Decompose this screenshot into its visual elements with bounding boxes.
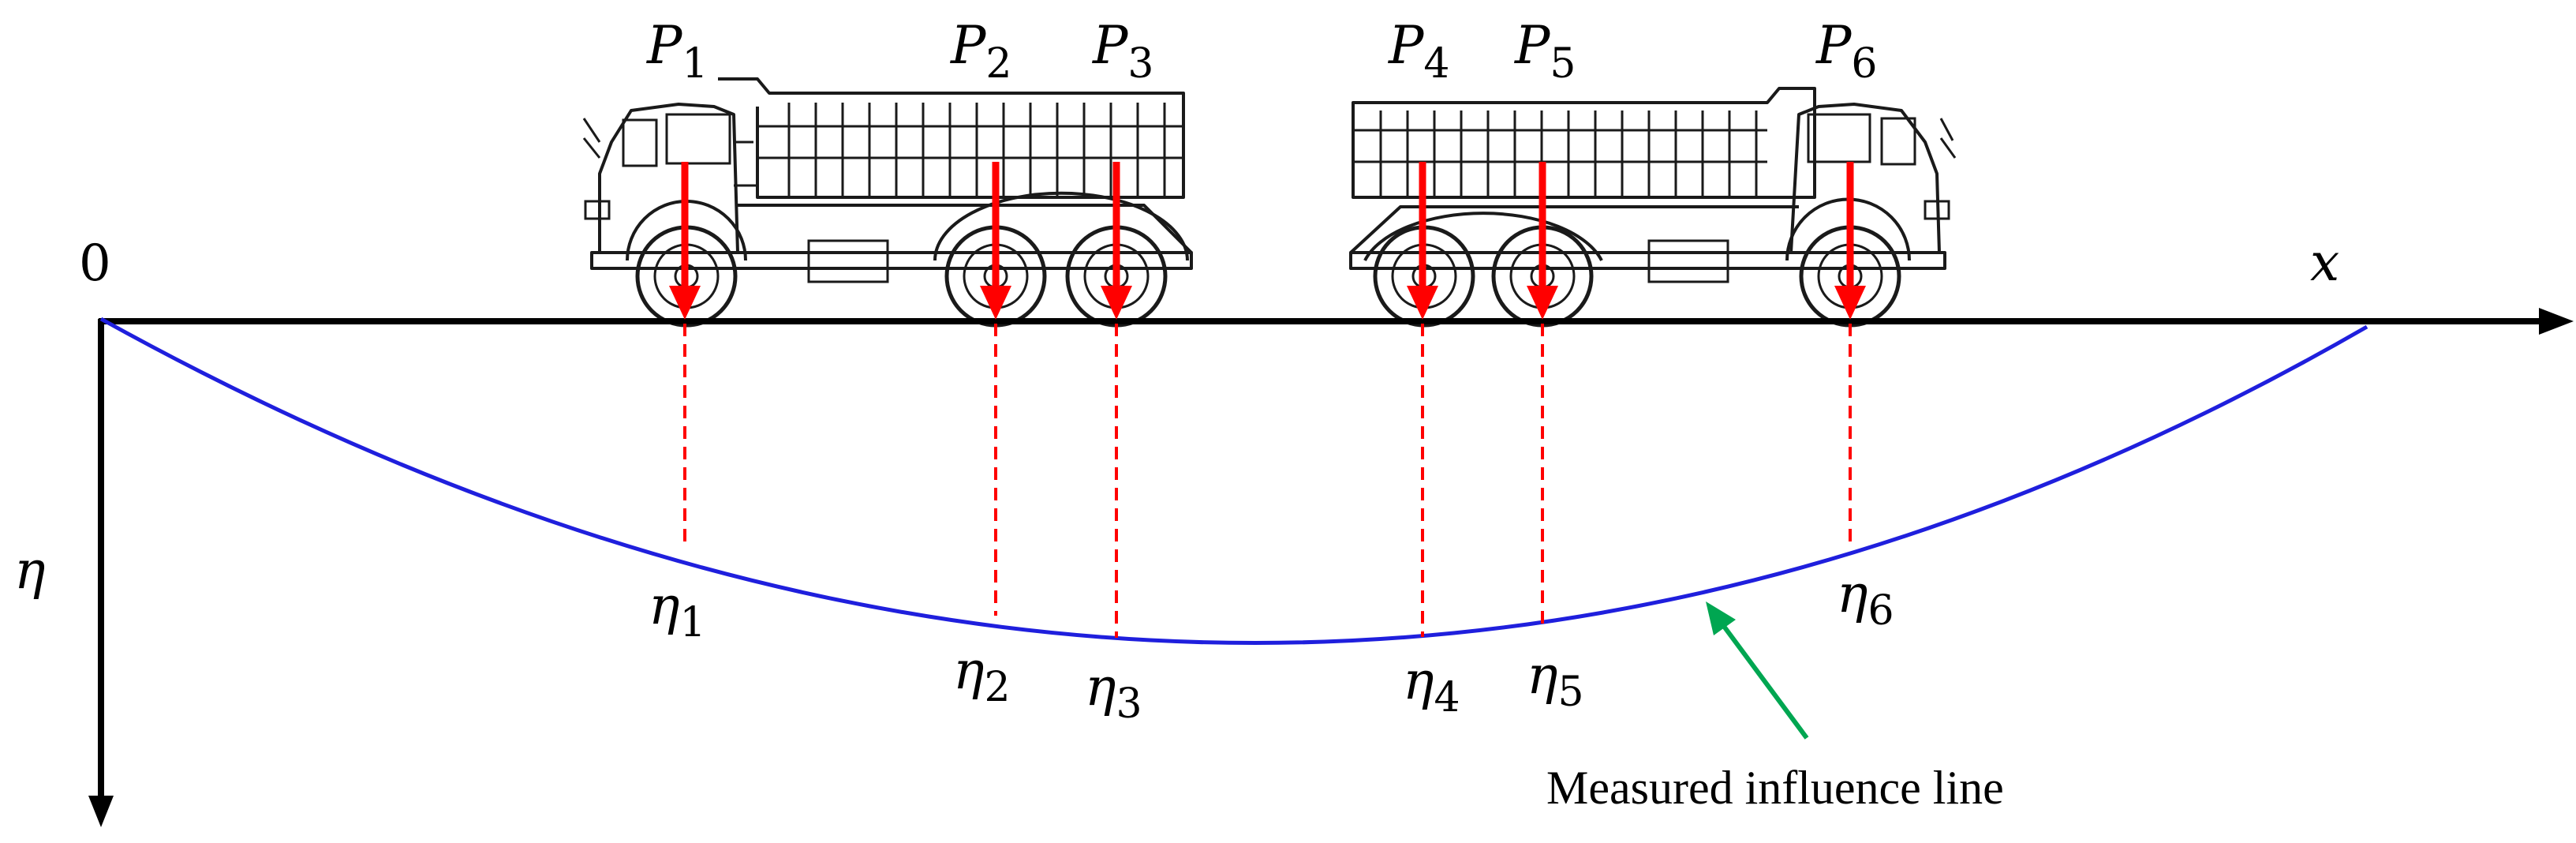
annotation-arrowhead bbox=[1706, 601, 1736, 635]
load-arrow bbox=[1834, 162, 1866, 320]
load-label: P4 bbox=[1388, 15, 1450, 88]
y-axis-label: η bbox=[14, 540, 46, 601]
ordinate-label: η5 bbox=[1527, 645, 1584, 716]
load-arrow bbox=[1527, 162, 1558, 320]
load-label: P1 bbox=[646, 15, 708, 88]
load-arrow bbox=[980, 162, 1011, 320]
origin-label: 0 bbox=[79, 234, 111, 293]
annotation-label: Measured influence line bbox=[1546, 762, 2004, 814]
x-axis-arrowhead bbox=[2539, 308, 2574, 335]
annotation-arrow bbox=[1714, 614, 1809, 740]
load-arrow bbox=[1101, 162, 1132, 320]
influence-line bbox=[99, 317, 2368, 645]
load-label: P2 bbox=[950, 15, 1012, 88]
ordinate-label: η3 bbox=[1085, 657, 1142, 728]
ordinate-label: η6 bbox=[1837, 564, 1894, 635]
ordinate-label: η2 bbox=[953, 640, 1011, 711]
load-label: P5 bbox=[1514, 15, 1576, 88]
x-axis-label: x bbox=[2310, 232, 2339, 293]
dump-truck-right bbox=[1349, 87, 1957, 328]
y-axis-arrowhead bbox=[88, 796, 114, 827]
ordinate-label: η4 bbox=[1403, 650, 1460, 721]
ordinate-label: η1 bbox=[649, 575, 706, 646]
load-arrow bbox=[1407, 162, 1438, 320]
load-label: P6 bbox=[1815, 15, 1878, 88]
load-label: P3 bbox=[1092, 15, 1154, 88]
load-arrow bbox=[669, 162, 701, 320]
